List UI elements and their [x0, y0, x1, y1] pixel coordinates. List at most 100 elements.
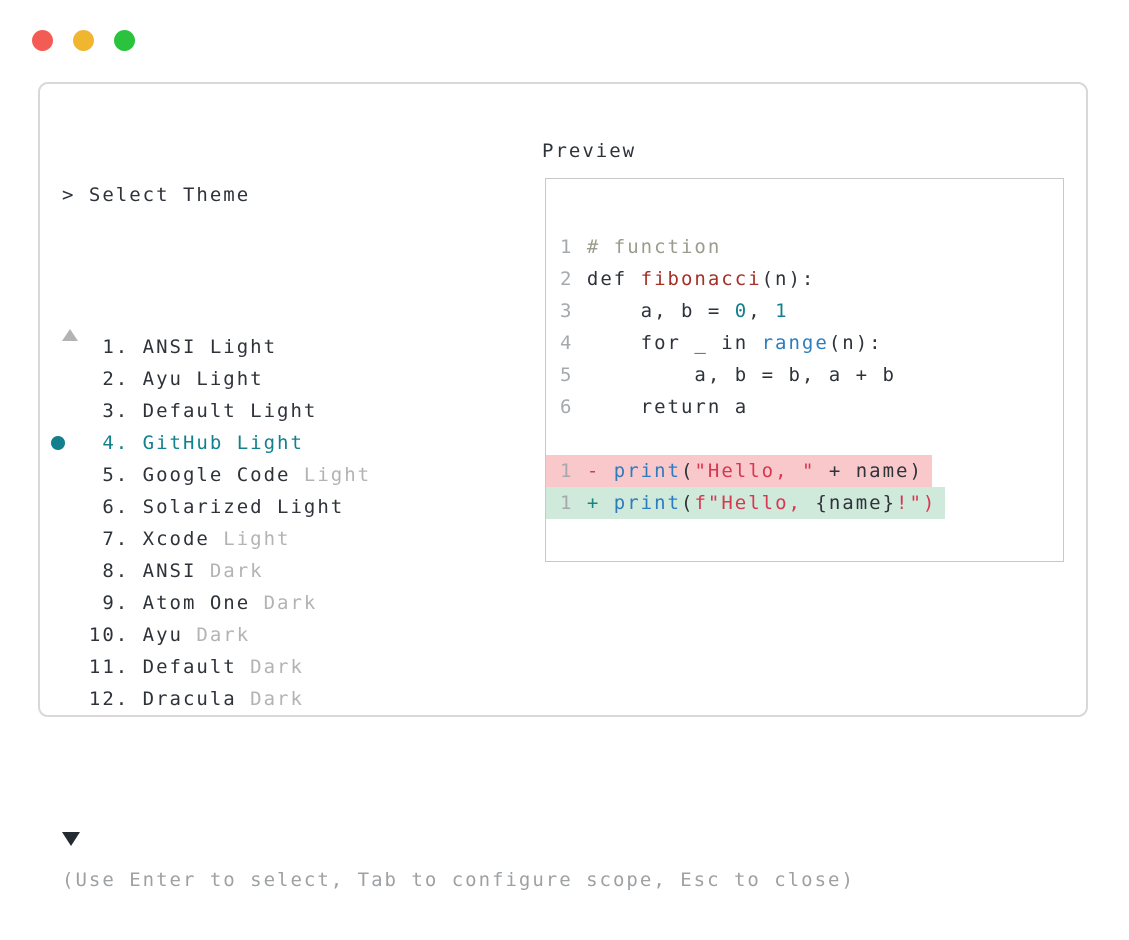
theme-item-number: 12.: [62, 688, 130, 710]
code-token: +: [586, 492, 614, 514]
theme-item-10[interactable]: 10. Ayu Dark: [62, 619, 855, 651]
theme-item-12[interactable]: 12. Dracula Dark: [62, 683, 855, 715]
theme-item-number: 11.: [62, 656, 130, 678]
code-token: def: [586, 268, 641, 290]
code-line-content: 2 def fibonacci(n):: [546, 263, 824, 295]
line-number: 4: [560, 332, 587, 354]
code-token: a, b = b, a + b: [586, 364, 896, 386]
code-token: fibonacci: [640, 268, 762, 290]
line-number: 1: [560, 460, 587, 482]
line-number: [560, 428, 587, 450]
code-token: print: [613, 460, 681, 482]
theme-item-name: GitHub: [129, 432, 224, 454]
code-token: ,: [748, 300, 776, 322]
code-line: 5 a, b = b, a + b: [546, 359, 1063, 391]
code-token: # function: [586, 236, 722, 258]
code-line: 4 for _ in range(n):: [546, 327, 1063, 359]
code-line: 1 # function: [546, 231, 1063, 263]
theme-item-number: 8.: [62, 560, 130, 582]
theme-item-4[interactable]: 4. GitHub Light: [51, 427, 855, 459]
line-number: 5: [560, 364, 587, 386]
theme-selector-window: > Select Theme 1. ANSI Light 2. Ayu Ligh…: [38, 82, 1088, 891]
code-line: [546, 423, 1063, 455]
theme-list: 1. ANSI Light 2. Ayu Light 3. Default Li…: [51, 331, 855, 715]
select-theme-prompt: > Select Theme: [62, 184, 251, 206]
theme-item-number: 4.: [62, 432, 130, 454]
theme-item-11[interactable]: 11. Default Dark: [62, 651, 855, 683]
code-token: a, b =: [586, 300, 735, 322]
preview-label: Preview: [542, 140, 637, 162]
code-line: 6 return a: [546, 391, 1063, 423]
theme-item-3[interactable]: 3. Default Light: [62, 395, 855, 427]
code-line-content: [546, 423, 596, 455]
theme-item-number: 9.: [62, 592, 130, 614]
theme-item-suffix: Light: [209, 528, 291, 550]
theme-item-1[interactable]: 1. ANSI Light: [62, 331, 855, 363]
code-token: f"Hello,: [694, 492, 816, 514]
line-number: 2: [560, 268, 587, 290]
theme-item-5[interactable]: 5. Google Code Light: [62, 459, 855, 491]
theme-item-name: Ayu: [129, 368, 183, 390]
theme-item-name: Default: [129, 400, 237, 422]
theme-item-6[interactable]: 6. Solarized Light: [62, 491, 855, 523]
theme-item-name: ANSI: [129, 560, 197, 582]
code-token: {name}: [815, 492, 897, 514]
theme-item-suffix: Dark: [236, 656, 304, 678]
line-number: 1: [560, 492, 587, 514]
code-line-content: 1 # function: [546, 231, 730, 263]
code-token: (n):: [828, 332, 883, 354]
scroll-up-icon[interactable]: [62, 329, 78, 341]
minimize-button-icon[interactable]: [73, 30, 94, 51]
theme-item-suffix: Light: [263, 496, 345, 518]
zoom-button-icon[interactable]: [114, 30, 135, 51]
diff-line-removed: 1 - print("Hello, " + name): [546, 455, 1063, 487]
theme-item-number: 3.: [62, 400, 130, 422]
line-number: 6: [560, 396, 587, 418]
theme-item-9[interactable]: 9. Atom One Dark: [62, 587, 855, 619]
theme-item-name: Google Code: [129, 464, 291, 486]
theme-item-8[interactable]: 8. ANSI Dark: [62, 555, 855, 587]
scroll-up-row: [62, 255, 855, 341]
line-number: 1: [560, 236, 587, 258]
code-token: + name): [815, 460, 923, 482]
scroll-down-icon[interactable]: [62, 832, 80, 846]
theme-item-number: 6.: [62, 496, 130, 518]
theme-item-name: Solarized: [129, 496, 264, 518]
code-line-content: 4 for _ in range(n):: [546, 327, 892, 359]
theme-item-suffix: Light: [196, 336, 278, 358]
theme-item-name: Ayu: [129, 624, 183, 646]
theme-item-suffix: Dark: [236, 688, 304, 710]
theme-item-number: 7.: [62, 528, 130, 550]
theme-item-7[interactable]: 7. Xcode Light: [62, 523, 855, 555]
code-token: "Hello, ": [694, 460, 816, 482]
code-line-content: 6 return a: [546, 391, 757, 423]
code-token: (: [680, 460, 695, 482]
code-line-content: 5 a, b = b, a + b: [546, 359, 905, 391]
code-token: 0: [734, 300, 749, 322]
theme-item-number: 5.: [62, 464, 130, 486]
theme-item-suffix: Light: [290, 464, 372, 486]
code-line: 3 a, b = 0, 1: [546, 295, 1063, 327]
code-line-content: 3 a, b = 0, 1: [546, 295, 798, 327]
theme-item-number: 2.: [62, 368, 130, 390]
code-line-content: 1 - print("Hello, " + name): [546, 455, 932, 487]
code-line: 2 def fibonacci(n):: [546, 263, 1063, 295]
code-line-content: 1 + print(f"Hello, {name}!"): [546, 487, 946, 519]
theme-item-suffix: Light: [236, 400, 318, 422]
theme-item-number: 1.: [62, 336, 130, 358]
theme-item-2[interactable]: 2. Ayu Light: [62, 363, 855, 395]
code-token: !"): [896, 492, 937, 514]
theme-item-name: Default: [129, 656, 237, 678]
code-token: 1: [775, 300, 789, 322]
theme-item-number: 10.: [62, 624, 130, 646]
selected-indicator-icon: [51, 436, 65, 450]
close-button-icon[interactable]: [32, 30, 53, 51]
code-token: return a: [586, 396, 749, 418]
theme-item-suffix: Dark: [250, 592, 318, 614]
code-token: print: [613, 492, 681, 514]
theme-item-name: Atom One: [129, 592, 251, 614]
theme-item-name: Dracula: [129, 688, 237, 710]
code-token: for _ in: [586, 332, 762, 354]
